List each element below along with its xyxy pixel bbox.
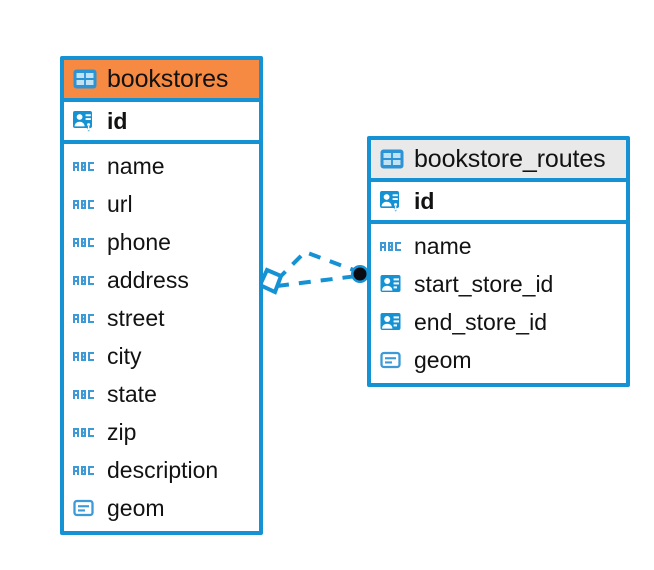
diamond-outline-marker — [257, 267, 284, 295]
field-label: description — [107, 456, 219, 483]
entity-header-bookstore-routes[interactable]: bookstore_routes — [371, 140, 626, 182]
abc-text-icon — [73, 238, 94, 247]
field-row-geom[interactable]: geom — [64, 489, 259, 527]
entity-header-bookstores[interactable]: bookstores — [64, 60, 259, 102]
entity-title: bookstores — [107, 64, 229, 93]
field-label: city — [107, 342, 142, 369]
abc-text-icon — [73, 352, 94, 361]
field-label: url — [107, 190, 133, 217]
field-row-url[interactable]: url — [64, 185, 259, 223]
field-row-geom[interactable]: geom — [371, 341, 626, 379]
field-label: end_store_id — [414, 308, 547, 335]
foreign-key-icon — [380, 313, 401, 330]
field-list: name — [64, 144, 259, 531]
field-row-state[interactable]: state — [64, 375, 259, 413]
field-label: street — [107, 304, 165, 331]
field-row-address[interactable]: address — [64, 261, 259, 299]
primary-key-section: id — [64, 102, 259, 144]
field-row-id[interactable]: id — [371, 182, 626, 220]
entity-table-bookstores[interactable]: bookstores id — [60, 56, 263, 535]
field-list: name start_store_id — [371, 224, 626, 383]
field-row-street[interactable]: street — [64, 299, 259, 337]
primary-key-section: id — [371, 182, 626, 224]
abc-text-icon — [380, 242, 401, 251]
abc-text-icon — [73, 200, 94, 209]
field-label: id — [414, 187, 435, 214]
field-label: geom — [414, 346, 472, 373]
abc-text-icon — [73, 466, 94, 475]
field-label: geom — [107, 494, 165, 521]
table-icon — [380, 149, 404, 169]
field-row-phone[interactable]: phone — [64, 223, 259, 261]
filled-circle-marker — [351, 265, 369, 283]
field-label: state — [107, 380, 157, 407]
abc-text-icon — [73, 276, 94, 285]
geometry-icon — [73, 499, 94, 517]
field-label: start_store_id — [414, 270, 554, 297]
field-label: id — [107, 107, 128, 134]
entity-table-bookstore-routes[interactable]: bookstore_routes id — [367, 136, 630, 387]
primary-key-icon — [380, 191, 399, 212]
abc-text-icon — [73, 428, 94, 437]
abc-text-icon — [73, 390, 94, 399]
field-label: zip — [107, 418, 137, 445]
field-label: address — [107, 266, 189, 293]
table-icon — [73, 69, 97, 89]
primary-key-icon — [73, 111, 92, 132]
field-label: phone — [107, 228, 171, 255]
abc-text-icon — [73, 314, 94, 323]
relationship-line-lower — [276, 274, 358, 288]
field-row-id[interactable]: id — [64, 102, 259, 140]
field-row-name[interactable]: name — [371, 227, 626, 265]
foreign-key-icon — [380, 275, 401, 292]
entity-title: bookstore_routes — [414, 144, 606, 173]
field-row-start-store-id[interactable]: start_store_id — [371, 265, 626, 303]
field-row-name[interactable]: name — [64, 147, 259, 185]
field-row-zip[interactable]: zip — [64, 413, 259, 451]
field-row-end-store-id[interactable]: end_store_id — [371, 303, 626, 341]
relationship-connector[interactable] — [255, 238, 375, 308]
field-label: name — [414, 232, 472, 259]
abc-text-icon — [73, 162, 94, 171]
field-label: name — [107, 152, 165, 179]
field-row-description[interactable]: description — [64, 451, 259, 489]
geometry-icon — [380, 351, 401, 369]
field-row-city[interactable]: city — [64, 337, 259, 375]
relationship-line-upper — [275, 249, 360, 282]
